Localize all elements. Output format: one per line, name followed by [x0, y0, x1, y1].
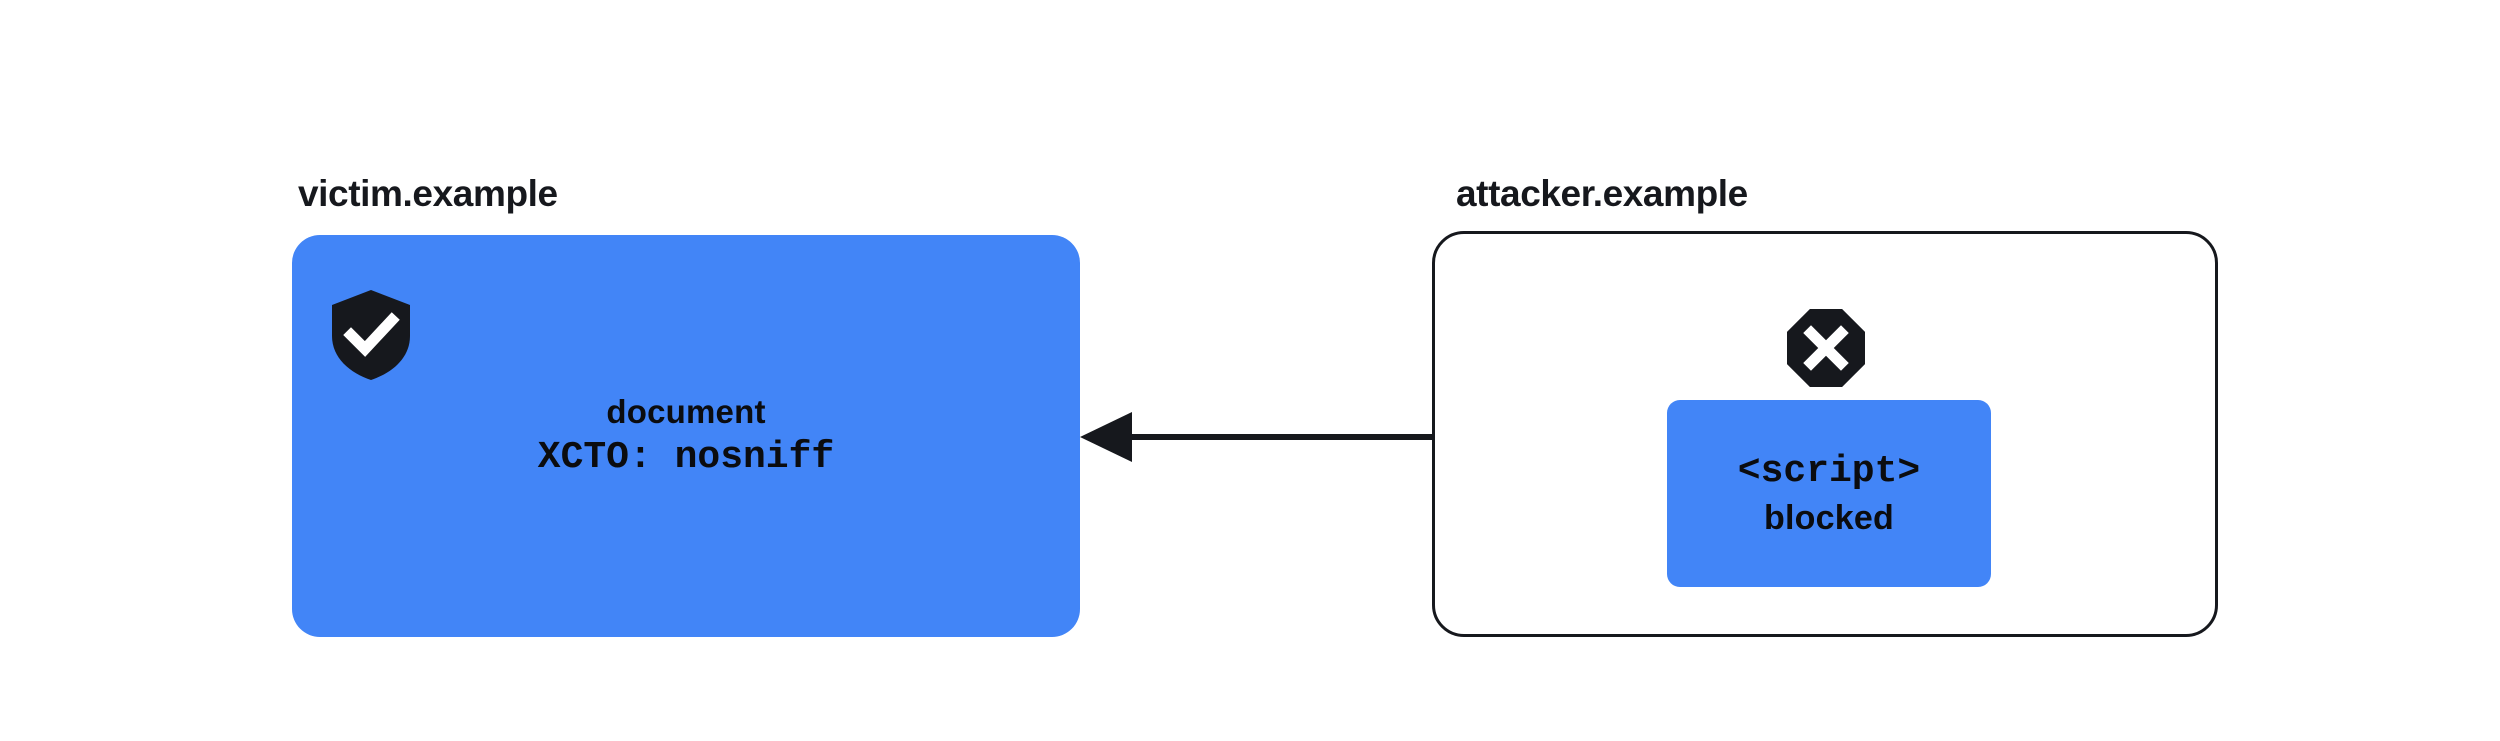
attacker-frame-box: <script> blocked: [1432, 231, 2218, 637]
victim-text-block: document XCTO: nosniff: [292, 235, 1080, 637]
attacker-script-tag: <script>: [1737, 449, 1921, 493]
victim-resource-type: document: [606, 392, 766, 430]
shield-check-icon: [332, 290, 410, 380]
attacker-script-box: <script> blocked: [1667, 400, 1991, 587]
victim-origin-group: victim.example document XCTO: nosniff: [292, 175, 1092, 645]
victim-response-header: XCTO: nosniff: [537, 435, 835, 479]
octagon-x-icon: [1787, 309, 1865, 387]
victim-origin-label: victim.example: [298, 173, 558, 214]
victim-document-box: document XCTO: nosniff: [292, 235, 1080, 637]
attacker-origin-label: attacker.example: [1456, 173, 1748, 214]
attacker-origin-group: attacker.example <script> blocked: [1432, 175, 2232, 645]
attacker-script-status: blocked: [1764, 499, 1894, 537]
